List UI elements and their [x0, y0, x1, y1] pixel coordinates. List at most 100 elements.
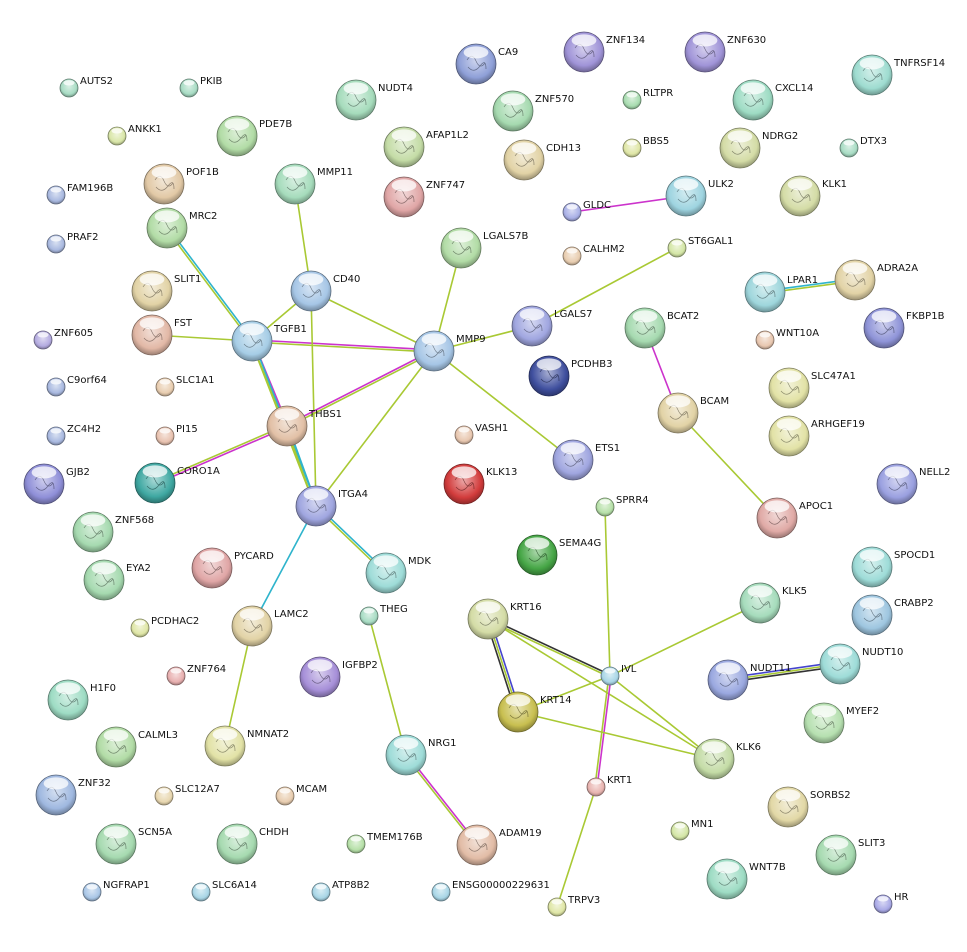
node-ca9[interactable]: CA9 — [455, 43, 518, 85]
node-znf32[interactable]: ZNF32 — [35, 774, 111, 816]
node-slit3[interactable]: SLIT3 — [815, 834, 885, 876]
node-fst[interactable]: FST — [131, 314, 193, 356]
node-mrc2[interactable]: MRC2 — [146, 207, 217, 249]
node-nrg1[interactable]: NRG1 — [385, 734, 457, 776]
node-spocd1[interactable]: SPOCD1 — [851, 546, 935, 588]
node-slc12a7[interactable]: SLC12A7 — [154, 784, 220, 806]
node-st6gal1[interactable]: ST6GAL1 — [667, 236, 733, 258]
node-ankk1[interactable]: ANKK1 — [107, 124, 162, 146]
node-lgals7b[interactable]: LGALS7B — [440, 227, 528, 269]
node-pcdhac2[interactable]: PCDHAC2 — [130, 616, 199, 638]
node-krt1[interactable]: KRT1 — [586, 775, 632, 797]
node-cxcl14[interactable]: CXCL14 — [732, 79, 813, 121]
node-gjb2[interactable]: GJB2 — [23, 463, 90, 505]
node-tgfb1[interactable]: TGFB1 — [231, 320, 307, 362]
node-ndrg2[interactable]: NDRG2 — [719, 127, 798, 169]
node-adra2a[interactable]: ADRA2A — [834, 259, 918, 301]
node-tnfrsf14[interactable]: TNFRSF14 — [851, 54, 945, 96]
node-pkib[interactable]: PKIB — [179, 76, 223, 98]
node-trpv3[interactable]: TRPV3 — [547, 895, 600, 917]
node-mcam[interactable]: MCAM — [275, 784, 327, 806]
node-mdk[interactable]: MDK — [365, 552, 431, 594]
node-zc4h2[interactable]: ZC4H2 — [46, 424, 101, 446]
node-ngfrap1[interactable]: NGFRAP1 — [82, 880, 150, 902]
node-theg[interactable]: THEG — [359, 604, 408, 626]
node-eya2[interactable]: EYA2 — [83, 559, 151, 601]
node-slit1[interactable]: SLIT1 — [131, 270, 201, 312]
node-mmp11[interactable]: MMP11 — [274, 163, 353, 205]
node-sema4g[interactable]: SEMA4G — [516, 534, 601, 576]
node-wnt7b[interactable]: WNT7B — [706, 858, 786, 900]
node-klk6[interactable]: KLK6 — [693, 738, 761, 780]
node-tmem176b[interactable]: TMEM176B — [346, 832, 423, 854]
node-pcdhb3[interactable]: PCDHB3 — [528, 355, 612, 397]
node-znf630[interactable]: ZNF630 — [684, 31, 766, 73]
node-arhgef19[interactable]: ARHGEF19 — [768, 415, 865, 457]
node-coro1a[interactable]: CORO1A — [134, 462, 220, 504]
node-atp8b2[interactable]: ATP8B2 — [311, 880, 370, 902]
node-bbs5[interactable]: BBS5 — [622, 136, 669, 158]
node-slc47a1[interactable]: SLC47A1 — [768, 367, 856, 409]
node-crabp2[interactable]: CRABP2 — [851, 594, 934, 636]
node-slc6a14[interactable]: SLC6A14 — [191, 880, 257, 902]
node-fam196b[interactable]: FAM196B — [46, 183, 113, 205]
node-klk5[interactable]: KLK5 — [739, 582, 807, 624]
node-rltpr[interactable]: RLTPR — [622, 88, 673, 110]
node-nudt11[interactable]: NUDT11 — [707, 659, 791, 701]
node-sprr4[interactable]: SPRR4 — [595, 495, 649, 517]
node-wnt10a[interactable]: WNT10A — [755, 328, 819, 350]
node-nudt4[interactable]: NUDT4 — [335, 79, 413, 121]
node-calml3[interactable]: CALML3 — [95, 726, 178, 768]
node-c9orf64[interactable]: C9orf64 — [46, 375, 107, 397]
node-slc1a1[interactable]: SLC1A1 — [155, 375, 214, 397]
node-pycard[interactable]: PYCARD — [191, 547, 274, 589]
node-thbs1[interactable]: THBS1 — [266, 405, 342, 447]
node-znf570[interactable]: ZNF570 — [492, 90, 574, 132]
node-vash1[interactable]: VASH1 — [454, 423, 508, 445]
node-mn1[interactable]: MN1 — [670, 819, 713, 841]
node-ensg00000229631[interactable]: ENSG00000229631 — [431, 880, 550, 902]
node-pi15[interactable]: PI15 — [155, 424, 198, 446]
node-mmp9[interactable]: MMP9 — [413, 330, 486, 372]
node-znf605[interactable]: ZNF605 — [33, 328, 93, 350]
node-fkbp1b[interactable]: FKBP1B — [863, 307, 945, 349]
node-hr[interactable]: HR — [873, 892, 909, 914]
node-znf134[interactable]: ZNF134 — [563, 31, 645, 73]
node-h1f0[interactable]: H1F0 — [47, 679, 116, 721]
node-lamc2[interactable]: LAMC2 — [231, 605, 309, 647]
node-apoc1[interactable]: APOC1 — [756, 497, 833, 539]
node-afap1l2[interactable]: AFAP1L2 — [383, 126, 469, 168]
node-pof1b[interactable]: POF1B — [143, 163, 219, 205]
node-lpar1[interactable]: LPAR1 — [744, 271, 818, 313]
node-praf2[interactable]: PRAF2 — [46, 232, 99, 254]
node-scn5a[interactable]: SCN5A — [95, 823, 172, 865]
node-gldc[interactable]: GLDC — [562, 200, 611, 222]
node-adam19[interactable]: ADAM19 — [456, 824, 542, 866]
node-znf747[interactable]: ZNF747 — [383, 176, 465, 218]
node-chdh[interactable]: CHDH — [216, 823, 289, 865]
node-cd40[interactable]: CD40 — [290, 270, 360, 312]
node-ivl[interactable]: IVL — [600, 664, 637, 686]
node-nudt10[interactable]: NUDT10 — [819, 643, 903, 685]
node-bcam[interactable]: BCAM — [657, 392, 729, 434]
node-sorbs2[interactable]: SORBS2 — [767, 786, 851, 828]
node-itga4[interactable]: ITGA4 — [295, 485, 368, 527]
node-nmnat2[interactable]: NMNAT2 — [204, 725, 289, 767]
node-bcat2[interactable]: BCAT2 — [624, 307, 699, 349]
node-klk1[interactable]: KLK1 — [779, 175, 847, 217]
node-nell2[interactable]: NELL2 — [876, 463, 950, 505]
node-ets1[interactable]: ETS1 — [552, 439, 620, 481]
node-myef2[interactable]: MYEF2 — [803, 702, 879, 744]
node-dtx3[interactable]: DTX3 — [839, 136, 887, 158]
node-znf568[interactable]: ZNF568 — [72, 511, 154, 553]
node-pde7b[interactable]: PDE7B — [216, 115, 292, 157]
node-znf764[interactable]: ZNF764 — [166, 664, 226, 686]
node-ulk2[interactable]: ULK2 — [665, 175, 734, 217]
node-cdh13[interactable]: CDH13 — [503, 139, 581, 181]
node-igfbp2[interactable]: IGFBP2 — [299, 656, 378, 698]
node-krt16[interactable]: KRT16 — [467, 598, 542, 640]
node-klk13[interactable]: KLK13 — [443, 463, 517, 505]
node-auts2[interactable]: AUTS2 — [59, 76, 113, 98]
node-krt14[interactable]: KRT14 — [497, 691, 572, 733]
node-calhm2[interactable]: CALHM2 — [562, 244, 625, 266]
